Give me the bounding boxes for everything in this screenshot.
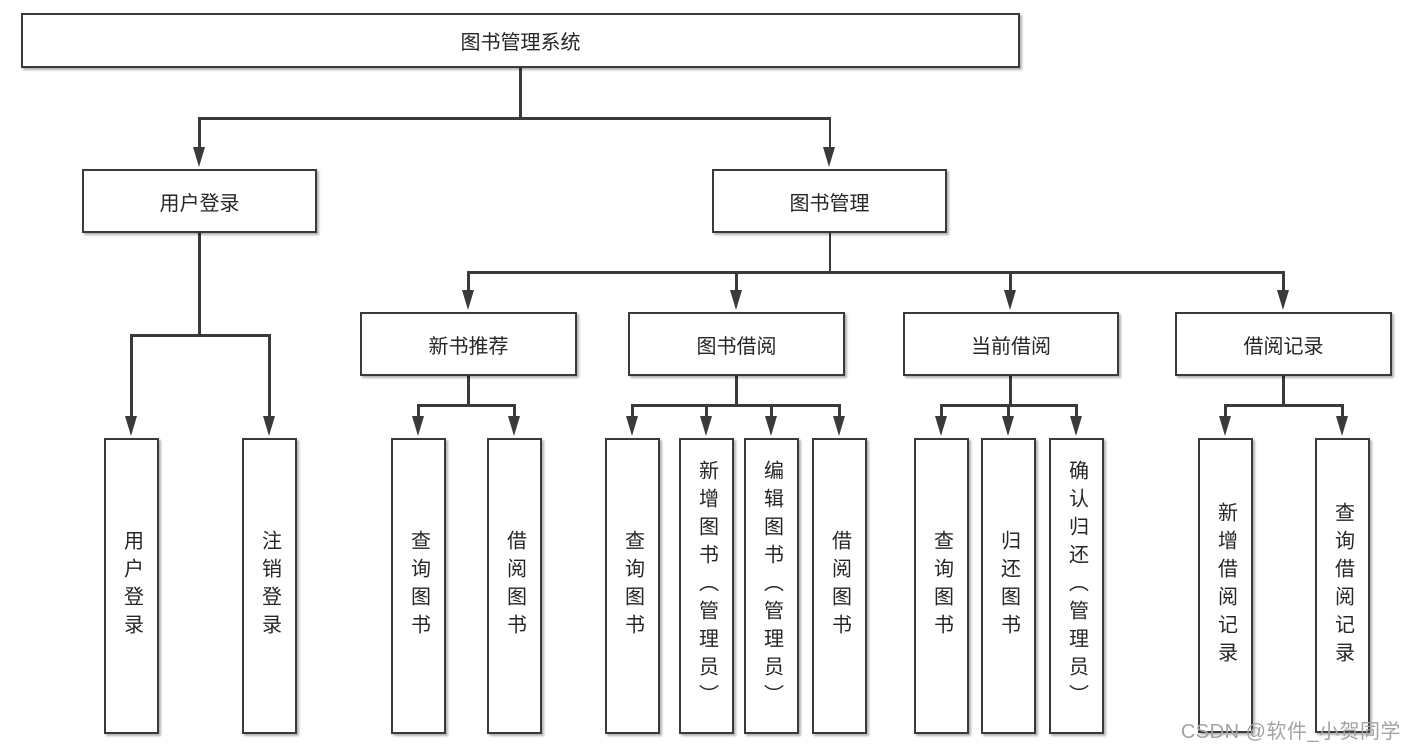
arrowhead-icon [764,416,777,436]
connector-line [519,67,522,119]
arrowhead-icon [1218,416,1231,436]
arrowhead-icon [1335,416,1348,436]
leaf-return-books: 归还图书 [981,438,1036,734]
node-label: 借阅图书 [828,530,851,642]
arrowhead-icon [625,416,638,436]
arrowhead-icon [699,416,712,436]
arrowhead-icon [262,416,275,436]
node-label: 归还图书 [997,530,1020,642]
arrowhead-icon [1069,416,1082,436]
node-current-borrow: 当前借阅 [903,312,1119,376]
connector-line [467,375,470,406]
leaf-add-books-admin: 新增图书（管理员） [679,438,734,734]
connector-line [417,404,516,407]
arrowhead-icon [1001,416,1014,436]
connector-line [268,334,271,417]
leaf-confirm-return-admin: 确认归还（管理员） [1049,438,1104,734]
leaf-borrow-books: 借阅图书 [812,438,867,734]
connector-line [198,117,201,149]
arrowhead-icon [729,290,742,310]
node-label: 用户登录 [159,192,240,215]
arrowhead-icon [934,416,947,436]
connector-line [631,404,634,417]
node-borrow-record: 借阅记录 [1175,312,1392,376]
connector-line [198,232,201,336]
connector-line [838,404,841,417]
connector-line [1282,271,1285,292]
watermark: CSDN @软件_小贺同学 [1180,721,1401,743]
connector-line [198,117,831,120]
arrowhead-icon [1276,290,1289,310]
node-label: 查询图书 [621,530,644,642]
connector-line [130,334,133,417]
connector-line [1075,404,1078,417]
arrowhead-icon [1003,290,1016,310]
node-label: 新增借阅记录 [1214,501,1237,670]
connector-line [467,271,470,292]
connector-line [828,232,831,273]
node-label: 图书管理 [789,192,870,215]
connector-line [130,334,271,337]
leaf-borrow-books: 借阅图书 [487,438,542,734]
leaf-user-login: 用户登录 [104,438,159,734]
connector-line [1009,375,1012,406]
connector-line [467,271,1284,274]
node-label: 编辑图书（管理员） [760,460,783,712]
node-label: 当前借阅 [971,335,1051,358]
leaf-query-books: 查询图书 [914,438,969,734]
arrowhead-icon [832,416,845,436]
node-label: 用户登录 [120,530,143,642]
connector-line [735,375,738,406]
node-label: 注销登录 [258,530,281,642]
arrowhead-icon [823,147,835,167]
node-label: 新增图书（管理员） [695,460,718,712]
node-new-book-recommend: 新书推荐 [360,312,577,376]
leaf-edit-books-admin: 编辑图书（管理员） [744,438,799,734]
arrowhead-icon [507,416,520,436]
node-label: 借阅图书 [503,530,526,642]
connector-line [1224,404,1227,417]
connector-line [1341,404,1344,417]
node-user-login: 用户登录 [82,169,317,233]
arrowhead-icon [124,416,137,436]
connector-line [1282,375,1285,406]
connector-line [513,404,516,417]
leaf-query-borrow-record: 查询借阅记录 [1315,438,1370,733]
node-label: 确认归还（管理员） [1065,460,1088,712]
leaf-query-books: 查询图书 [605,438,660,734]
connector-line [417,404,420,417]
node-label: 查询借阅记录 [1331,501,1354,670]
connector-line [770,404,773,417]
leaf-query-books: 查询图书 [391,438,446,734]
arrowhead-icon [461,290,474,310]
node-label: 图书管理系统 [460,32,581,54]
node-book-borrow: 图书借阅 [628,312,845,376]
connector-line [735,271,738,292]
arrowhead-icon [192,147,205,167]
node-library-management-system: 图书管理系统 [21,13,1020,68]
connector-line [705,404,708,417]
node-label: 图书借阅 [696,335,777,358]
leaf-logout-login: 注销登录 [242,438,297,734]
connector-line [1009,271,1012,292]
connector-line [828,117,831,149]
connector-line [1224,404,1344,407]
node-book-management: 图书管理 [712,169,947,233]
node-label: 查询图书 [930,530,953,642]
leaf-add-borrow-record: 新增借阅记录 [1198,438,1253,733]
connector-line [1007,404,1010,417]
node-label: 借阅记录 [1243,335,1324,358]
arrowhead-icon [411,416,424,436]
connector-line [631,404,841,407]
node-label: 新书推荐 [428,335,509,358]
node-label: 查询图书 [407,530,430,642]
connector-line [940,404,943,417]
